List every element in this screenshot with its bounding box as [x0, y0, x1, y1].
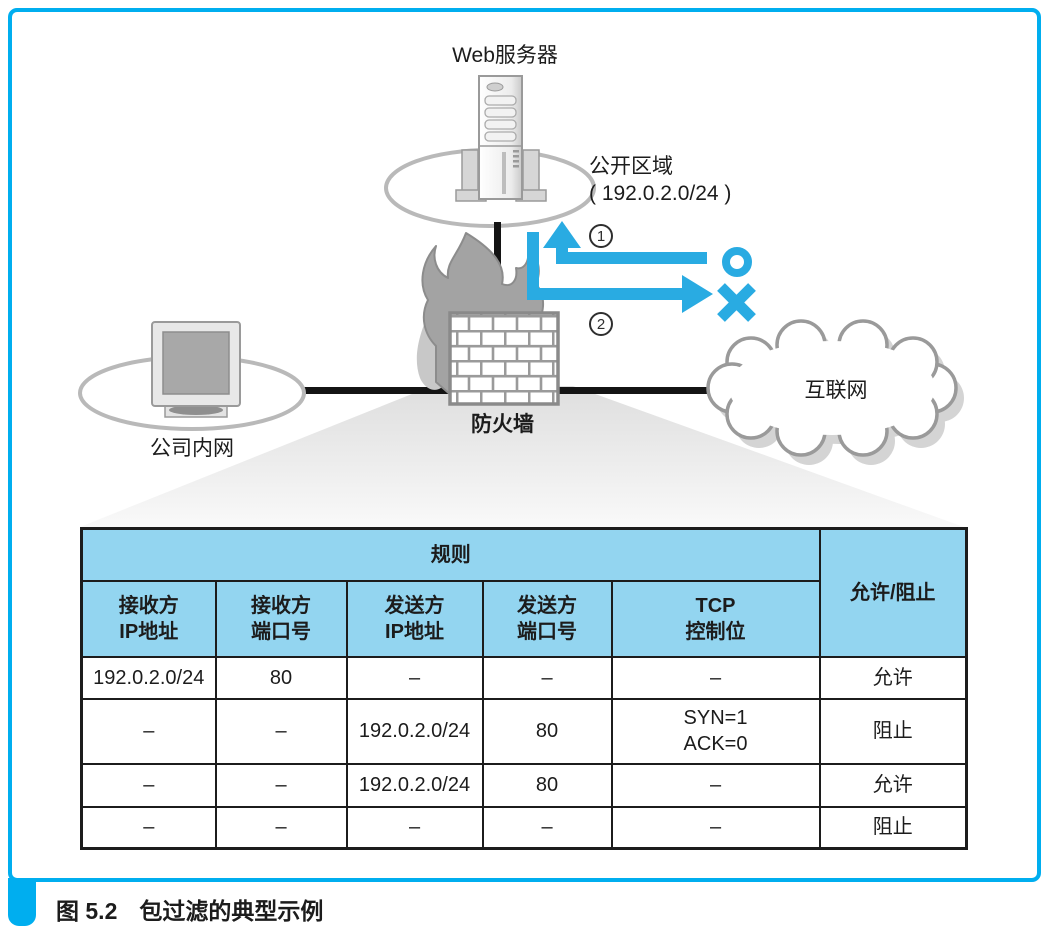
- internet-label: 互联网: [804, 379, 868, 402]
- figure-border-frame: [8, 8, 1041, 882]
- cloud-shape: [706, 319, 958, 457]
- table-row: – – 192.0.2.0/24 80 SYN=1 ACK=0 阻止: [80, 697, 968, 765]
- cell-dst-port: 80: [214, 655, 348, 700]
- cell-dst-port: –: [214, 805, 348, 850]
- col-header-dst-port: 接收方 端口号: [214, 579, 348, 658]
- cell-action: 允许: [818, 655, 968, 700]
- computer-icon: [151, 321, 241, 418]
- cell-dst-ip: –: [80, 762, 217, 808]
- server-icon: [455, 75, 547, 202]
- allow-circle-icon: [722, 247, 752, 277]
- cell-dst-ip: 192.0.2.0/24: [80, 655, 217, 700]
- col-header-dst-ip: 接收方 IP地址: [80, 579, 217, 658]
- cell-dst-ip: –: [80, 697, 217, 765]
- cell-src-port: 80: [481, 697, 613, 765]
- flow-marker-2-number: 2: [596, 315, 606, 333]
- block-arrow: [527, 232, 713, 313]
- web-server-label: Web服务器: [452, 44, 558, 67]
- cell-src-ip: 192.0.2.0/24: [345, 697, 484, 765]
- table-row: – – 192.0.2.0/24 80 – 允许: [80, 762, 968, 808]
- allow-arrow: [543, 221, 707, 264]
- figure-number: 图 5.2: [56, 898, 118, 924]
- cell-tcp-flags: –: [610, 805, 821, 850]
- col-header-src-port: 发送方 端口号: [481, 579, 613, 658]
- firewall-label: 防火墙: [471, 413, 534, 436]
- cell-src-ip: 192.0.2.0/24: [345, 762, 484, 808]
- figure-title: 包过滤的典型示例: [139, 898, 324, 924]
- cell-dst-port: –: [214, 697, 348, 765]
- col-header-tcp-flags: TCP 控制位: [610, 579, 821, 658]
- cell-action: 阻止: [818, 697, 968, 765]
- cell-dst-port: –: [214, 762, 348, 808]
- cell-dst-ip: –: [80, 805, 217, 850]
- block-cross-icon: [717, 283, 756, 322]
- table-row: 192.0.2.0/24 80 – – – 允许: [80, 655, 968, 700]
- packet-filter-rule-table: 规则 允许/阻止 接收方 IP地址 接收方 端口号 发送方 IP地址 发送方 端…: [80, 527, 969, 850]
- public-zone-name: 公开区域: [589, 155, 673, 178]
- cell-action: 允许: [818, 762, 968, 808]
- cell-src-port: 80: [481, 762, 613, 808]
- figure-caption: 图 5.2 包过滤的典型示例: [56, 892, 323, 926]
- flow-marker-2: 2: [589, 312, 613, 336]
- cell-src-port: –: [481, 655, 613, 700]
- firewall-icon: [448, 311, 560, 406]
- cell-action: 阻止: [818, 805, 968, 850]
- cell-tcp-flags: SYN=1 ACK=0: [610, 697, 821, 765]
- flow-marker-1: 1: [589, 224, 613, 248]
- funnel-shape: [80, 386, 964, 527]
- cell-src-ip: –: [345, 805, 484, 850]
- intranet-label: 公司内网: [150, 437, 234, 460]
- public-zone-label: 公开区域 ( 192.0.2.0/24 ): [589, 153, 731, 207]
- col-header-src-ip: 发送方 IP地址: [345, 579, 484, 658]
- table-row: – – – – – 阻止: [80, 805, 968, 850]
- public-zone-cidr: ( 192.0.2.0/24 ): [589, 182, 732, 205]
- cell-src-ip: –: [345, 655, 484, 700]
- cell-src-port: –: [481, 805, 613, 850]
- action-header: 允许/阻止: [818, 527, 968, 658]
- cell-tcp-flags: –: [610, 762, 821, 808]
- flow-marker-1-number: 1: [596, 227, 606, 245]
- cell-tcp-flags: –: [610, 655, 821, 700]
- rule-group-header: 规则: [80, 527, 821, 582]
- caption-accent-tab: [8, 878, 36, 926]
